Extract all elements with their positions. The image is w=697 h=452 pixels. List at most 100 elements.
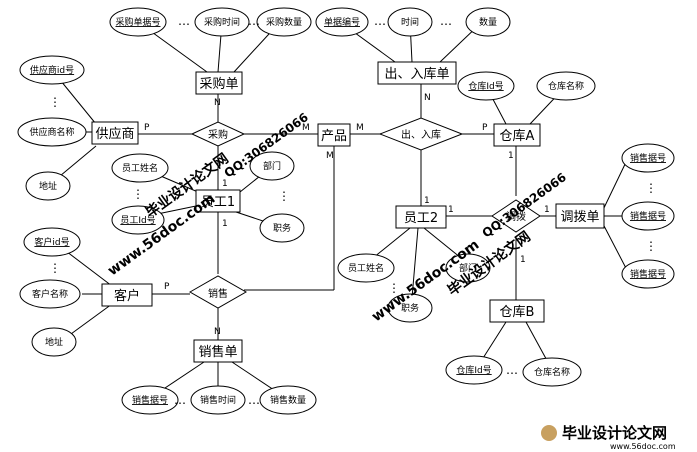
card-xiaoshou-product: M	[326, 151, 334, 161]
entity-cangku-a: 仓库A	[493, 123, 541, 147]
card-xiaoshou-emp: 1	[222, 219, 228, 229]
svg-text:仓库名称: 仓库名称	[548, 80, 584, 92]
card-caigou-supplier: P	[144, 123, 150, 133]
attr-customer-addr: 地址	[31, 327, 77, 357]
entity-kehu: 客户	[101, 283, 153, 307]
attr-emp2-duty: 职务	[387, 293, 433, 323]
entity-yuangong2: 员工2	[395, 205, 447, 229]
svg-text:销售据号: 销售据号	[630, 268, 666, 280]
cardinality-labels: P M N 1 M P N 1 P M N 1 1 1 1 1	[144, 93, 550, 337]
svg-text:员工姓名: 员工姓名	[122, 162, 158, 174]
card-caigou-bill: N	[214, 98, 221, 108]
ellipsis-emp1-left: ⋮	[132, 187, 144, 201]
svg-text:销售据号: 销售据号	[630, 152, 666, 164]
card-diaobo-wha: 1	[508, 151, 514, 161]
entity-xiaoshoudan: 销售单	[193, 339, 243, 363]
footer-logo: 毕业设计论文网 www.56doc.com	[541, 424, 676, 451]
ellipsis-marks: … … … … ⋮ ⋮ ⋮ ⋮ ⋮ ⋮ ⋮ … … …	[49, 14, 657, 407]
entity-cangku-b: 仓库B	[489, 299, 545, 323]
svg-text:客户id号: 客户id号	[34, 236, 69, 248]
svg-text:员工2: 员工2	[404, 211, 438, 226]
attr-whB-id: 仓库Id号	[445, 355, 503, 385]
attr-caigou-id: 采购单据号	[109, 7, 167, 37]
ellipsis-caigou: …	[178, 14, 190, 28]
svg-text:客户名称: 客户名称	[32, 288, 68, 300]
svg-text:采购单: 采购单	[199, 76, 238, 92]
attr-supplier-id: 供应商id号	[19, 55, 85, 85]
attr-emp2-dept: 部门	[445, 253, 491, 283]
entity-chanpin: 产品	[317, 123, 351, 147]
card-xiaoshou-bill: N	[214, 327, 221, 337]
ellipsis-transfer-1: ⋮	[645, 181, 657, 195]
card-diaobo-bill: 1	[544, 205, 550, 215]
svg-text:员工Id号: 员工Id号	[120, 215, 155, 226]
svg-text:供应商id号: 供应商id号	[30, 64, 74, 76]
ellipsis-supplier: ⋮	[49, 95, 61, 109]
card-diaobo-whb: 1	[520, 255, 526, 265]
attr-customer-name: 客户名称	[19, 279, 81, 309]
relationship-diaobo: 调拨	[491, 199, 541, 233]
card-churuku-warehouse: P	[482, 123, 488, 133]
svg-text:员工姓名: 员工姓名	[348, 262, 384, 274]
card-churuku-emp: 1	[424, 196, 430, 206]
svg-text:采购单据号: 采购单据号	[115, 16, 160, 28]
attr-sales-time: 销售时间	[190, 385, 246, 415]
svg-text:地址: 地址	[39, 180, 57, 192]
svg-text:采购时间: 采购时间	[204, 16, 240, 28]
relationship-diamonds: 采购 出、入库 销售 调拨	[188, 117, 541, 309]
entity-yuangong1: 员工1	[195, 189, 241, 213]
attr-emp2-name: 员工姓名	[337, 253, 395, 283]
ellipsis-whB: …	[506, 363, 518, 377]
svg-text:销售: 销售	[208, 287, 228, 300]
svg-text:调拨单: 调拨单	[560, 210, 599, 225]
entity-boxes: 采购单 出、入库单 供应商 产品 仓库A 员工1 员工2 调拨单	[91, 61, 605, 363]
attr-caigou-time: 采购时间	[194, 7, 250, 37]
relationship-churuku: 出、入库	[378, 117, 464, 151]
svg-text:时间: 时间	[401, 16, 419, 28]
ellipsis-sales: …	[174, 393, 186, 407]
svg-text:销售据号: 销售据号	[630, 210, 666, 222]
svg-text:员工1: 员工1	[201, 195, 235, 210]
svg-text:数量: 数量	[479, 16, 497, 28]
attr-churuku-qty: 数量	[465, 7, 511, 37]
svg-text:供应商名称: 供应商名称	[29, 126, 74, 138]
attr-caigou-qty: 采购数量	[256, 7, 312, 37]
svg-text:仓库Id号: 仓库Id号	[468, 80, 503, 92]
svg-text:仓库B: 仓库B	[500, 304, 535, 320]
relationship-xiaoshou: 销售	[188, 275, 248, 309]
attr-emp1-dept: 部门	[249, 151, 295, 181]
attr-supplier-addr: 地址	[25, 171, 71, 201]
attr-whA-id: 仓库Id号	[457, 71, 515, 101]
ellipsis-churuku-2: …	[440, 14, 452, 28]
logo-mark-icon	[541, 425, 557, 441]
attr-emp1-id: 员工Id号	[111, 205, 165, 235]
svg-text:采购: 采购	[208, 128, 228, 141]
footer-brand: 毕业设计论文网	[562, 424, 667, 442]
ellipsis-sales-2: …	[248, 393, 260, 407]
attr-whB-name: 仓库名称	[522, 357, 582, 387]
svg-text:销售据号: 销售据号	[132, 394, 168, 406]
svg-text:采购数量: 采购数量	[266, 16, 302, 28]
card-diaobo-emp: 1	[448, 205, 454, 215]
entity-gongyingshang: 供应商	[91, 121, 139, 145]
card-churuku-product: M	[356, 123, 364, 133]
attr-customer-id: 客户id号	[23, 227, 81, 257]
svg-text:地址: 地址	[45, 336, 63, 348]
entity-caigoudan: 采购单	[195, 71, 243, 95]
attribute-ellipses: 采购单据号 采购时间 采购数量 单据编号 时间 数量 供应商id号 供应商名称 …	[17, 7, 675, 415]
svg-text:供应商: 供应商	[95, 126, 134, 142]
entity-churukudan: 出、入库单	[377, 61, 457, 85]
svg-text:仓库A: 仓库A	[500, 128, 535, 144]
attr-transfer-id3: 销售据号	[621, 259, 675, 289]
attr-sales-id: 销售据号	[121, 385, 179, 415]
attr-transfer-id1: 销售据号	[621, 143, 675, 173]
attr-whA-name: 仓库名称	[536, 71, 596, 101]
card-xiaoshou-customer: P	[164, 282, 170, 292]
svg-text:部门: 部门	[263, 160, 281, 172]
svg-text:仓库Id号: 仓库Id号	[456, 364, 491, 376]
svg-text:销售时间: 销售时间	[200, 394, 236, 406]
svg-text:产品: 产品	[321, 129, 347, 144]
svg-text:调拨: 调拨	[506, 210, 526, 223]
attr-churuku-time: 时间	[387, 7, 433, 37]
